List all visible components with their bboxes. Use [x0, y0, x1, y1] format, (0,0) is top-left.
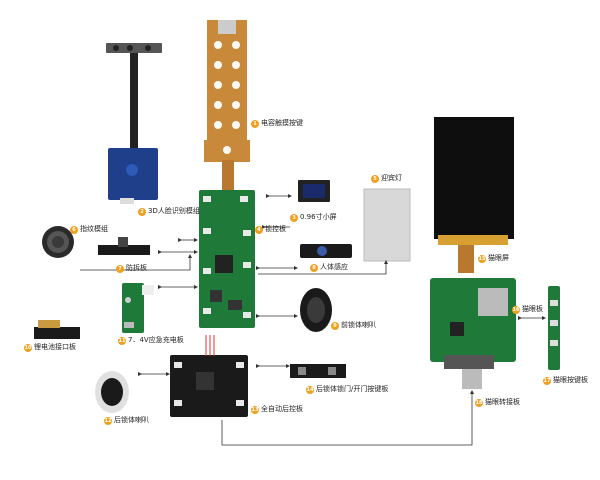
label-text: 猫眼屏 — [488, 254, 509, 262]
badge-18: 18 — [475, 398, 483, 407]
front-speaker — [300, 288, 332, 332]
badge-3: 3 — [290, 213, 298, 222]
label-text: 后锁体锁门/开门按键板 — [316, 385, 389, 393]
label-text: 7．4V应急充电板 — [128, 336, 184, 344]
emergency-charge-board — [122, 283, 154, 333]
pir-sensor — [300, 244, 352, 258]
anti-tamper-board — [98, 237, 150, 255]
badge-17: 17 — [543, 376, 551, 385]
label-text: 猫眼转接板 — [485, 398, 520, 406]
label-text: 电容触摸按键 — [261, 119, 303, 127]
label-text: 全自动后控板 — [261, 405, 303, 413]
badge-15: 15 — [478, 254, 486, 263]
badge-2: 2 — [138, 207, 146, 216]
badge-1: 1 — [251, 119, 259, 128]
label-text: 锂电池接口板 — [34, 343, 76, 351]
battery-port-board — [34, 320, 80, 339]
capacitive-touch-panel — [204, 20, 250, 190]
face-3d-module — [106, 43, 162, 204]
label-text: 后锁体喇叭 — [114, 416, 149, 424]
badge-4: 4 — [255, 225, 263, 234]
badge-6: 6 — [70, 225, 78, 234]
peephole-board — [430, 278, 516, 389]
label-text: 防拆板 — [126, 264, 147, 272]
fingerprint-module — [42, 226, 74, 258]
badge-8: 8 — [310, 263, 318, 272]
badge-5: 5 — [371, 174, 379, 183]
rear-key-board — [290, 364, 346, 378]
badge-12: 12 — [104, 416, 112, 425]
badge-9: 9 — [331, 321, 339, 330]
peephole-key-board — [548, 286, 560, 370]
badge-16: 16 — [512, 305, 520, 314]
rear-speaker — [95, 371, 129, 413]
welcome-light — [363, 188, 411, 262]
label-text: 猫眼按键板 — [553, 376, 588, 384]
label-text: 人体感应 — [320, 263, 348, 271]
label-text: 迎宾灯 — [381, 174, 402, 182]
badge-11: 11 — [118, 336, 126, 345]
label-text: 锁控板 — [265, 225, 286, 233]
label-text: 猫眼板 — [522, 305, 543, 313]
badge-10: 10 — [24, 343, 32, 352]
label-text: 3D人脸识别模组 — [148, 207, 200, 215]
badge-14: 14 — [306, 385, 314, 394]
mini-screen — [298, 180, 330, 202]
badge-13: 13 — [251, 405, 259, 414]
lock-control-board — [199, 190, 255, 328]
peephole-screen — [434, 117, 514, 273]
label-text: 0.96寸小屏 — [300, 213, 337, 221]
badge-7: 7 — [116, 264, 124, 273]
rear-control-board — [170, 335, 248, 417]
label-text: 前锁体喇叭 — [341, 321, 376, 329]
label-text: 指纹模组 — [80, 225, 108, 233]
